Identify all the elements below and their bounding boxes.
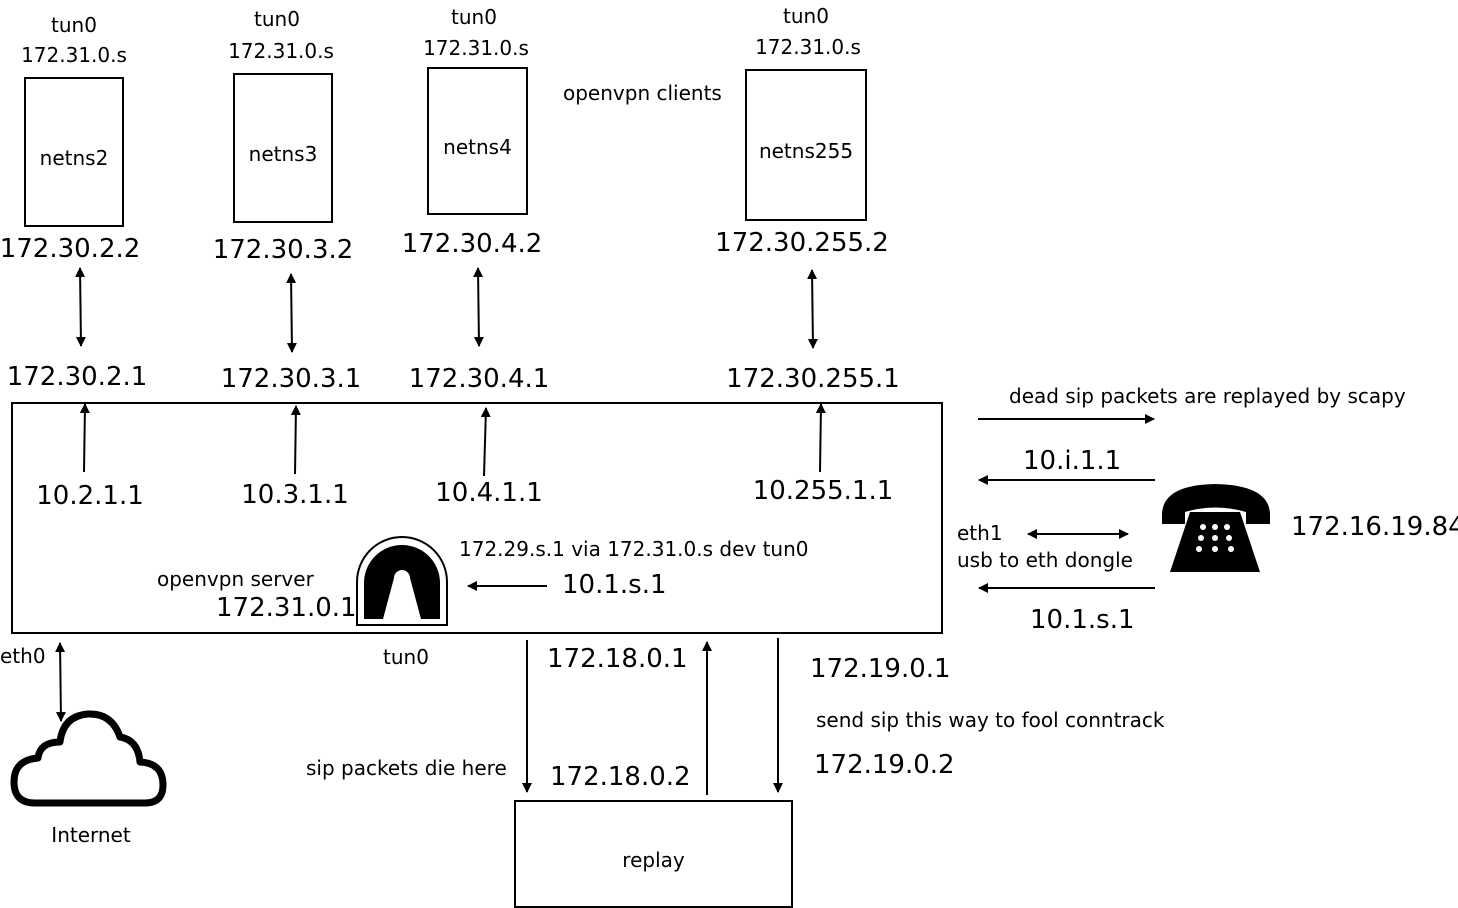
client-tun-label: tun0 bbox=[254, 7, 300, 31]
replay-link1-host-ip: 172.18.0.1 bbox=[547, 644, 688, 674]
server-tunnel-icon bbox=[356, 536, 448, 626]
veth-client-ip: 172.30.3.2 bbox=[212, 235, 354, 265]
vlan-ip: 10.4.1.1 bbox=[435, 478, 543, 508]
server-source-ip: 10.1.s.1 bbox=[562, 570, 667, 600]
client-tun-label: tun0 bbox=[783, 4, 829, 28]
client-box-netns255: netns255 bbox=[745, 69, 867, 221]
replay-box: replay bbox=[514, 800, 793, 908]
phone-ip: 172.16.19.84 bbox=[1291, 512, 1458, 542]
vlan-arrow-2 bbox=[79, 403, 90, 473]
vlan-arrow-255 bbox=[815, 403, 826, 473]
vlan-arrow-4 bbox=[480, 407, 491, 477]
vlan-arrow-3 bbox=[290, 405, 301, 475]
server-box bbox=[11, 402, 943, 634]
phone-in-ip: 10.i.1.1 bbox=[1023, 446, 1122, 476]
server-route: 172.29.s.1 via 172.31.0.s dev tun0 bbox=[459, 537, 809, 561]
client-box-netns2: netns2 bbox=[24, 77, 124, 227]
veth-host-ip: 172.30.4.1 bbox=[408, 364, 550, 394]
client-tun-ip: 172.31.0.s bbox=[755, 35, 861, 59]
conntrack-note: send sip this way to fool conntrack bbox=[816, 708, 1165, 732]
eth0-label: eth0 bbox=[0, 644, 46, 668]
client-box-netns4: netns4 bbox=[427, 67, 528, 215]
replay-link2-replay-ip: 172.19.0.2 bbox=[814, 750, 955, 780]
client-name: netns255 bbox=[758, 139, 854, 163]
client-tun-label: tun0 bbox=[51, 13, 97, 37]
veth-link-netns3 bbox=[286, 273, 297, 353]
replay-link2-host-ip: 172.19.0.1 bbox=[810, 654, 951, 684]
die-note: sip packets die here bbox=[306, 756, 507, 780]
veth-host-ip: 172.30.255.1 bbox=[726, 364, 900, 394]
eth0-link bbox=[55, 642, 66, 722]
veth-client-ip: 172.30.255.2 bbox=[715, 228, 889, 258]
veth-link-netns255 bbox=[807, 269, 818, 349]
veth-link-netns4 bbox=[473, 267, 484, 347]
client-name: netns4 bbox=[443, 135, 512, 159]
replay-label: replay bbox=[622, 848, 685, 872]
client-name: netns3 bbox=[248, 142, 318, 166]
client-tun-ip: 172.31.0.s bbox=[21, 43, 127, 67]
veth-link-netns2 bbox=[75, 267, 86, 347]
vlan-ip: 10.3.1.1 bbox=[241, 480, 349, 510]
client-tun-label: tun0 bbox=[451, 5, 497, 29]
dongle-label: usb to eth dongle bbox=[957, 548, 1133, 572]
vlan-ip: 10.255.1.1 bbox=[752, 476, 894, 506]
phone-out-ip: 10.1.s.1 bbox=[1030, 605, 1135, 635]
veth-client-ip: 172.30.4.2 bbox=[401, 229, 543, 259]
veth-client-ip: 172.30.2.2 bbox=[0, 234, 141, 264]
client-name: netns2 bbox=[39, 146, 109, 170]
server-ip: 172.31.0.1 bbox=[216, 593, 357, 623]
server-label: openvpn server bbox=[157, 567, 314, 591]
replay-link1-replay-ip: 172.18.0.2 bbox=[550, 762, 691, 792]
client-box-netns3: netns3 bbox=[233, 73, 333, 223]
vlan-ip: 10.2.1.1 bbox=[36, 481, 144, 511]
clients-caption: openvpn clients bbox=[563, 81, 722, 105]
internet-label: Internet bbox=[51, 823, 131, 847]
cloud-icon bbox=[10, 710, 167, 807]
veth-host-ip: 172.30.3.1 bbox=[220, 364, 362, 394]
veth-host-ip: 172.30.2.1 bbox=[6, 362, 148, 392]
client-tun-ip: 172.31.0.s bbox=[228, 39, 334, 63]
server-tun-label: tun0 bbox=[383, 645, 429, 669]
replay-note: dead sip packets are replayed by scapy bbox=[1009, 384, 1406, 408]
client-tun-ip: 172.31.0.s bbox=[423, 36, 529, 60]
eth1-label: eth1 bbox=[957, 521, 1003, 545]
phone-icon bbox=[1162, 484, 1270, 572]
